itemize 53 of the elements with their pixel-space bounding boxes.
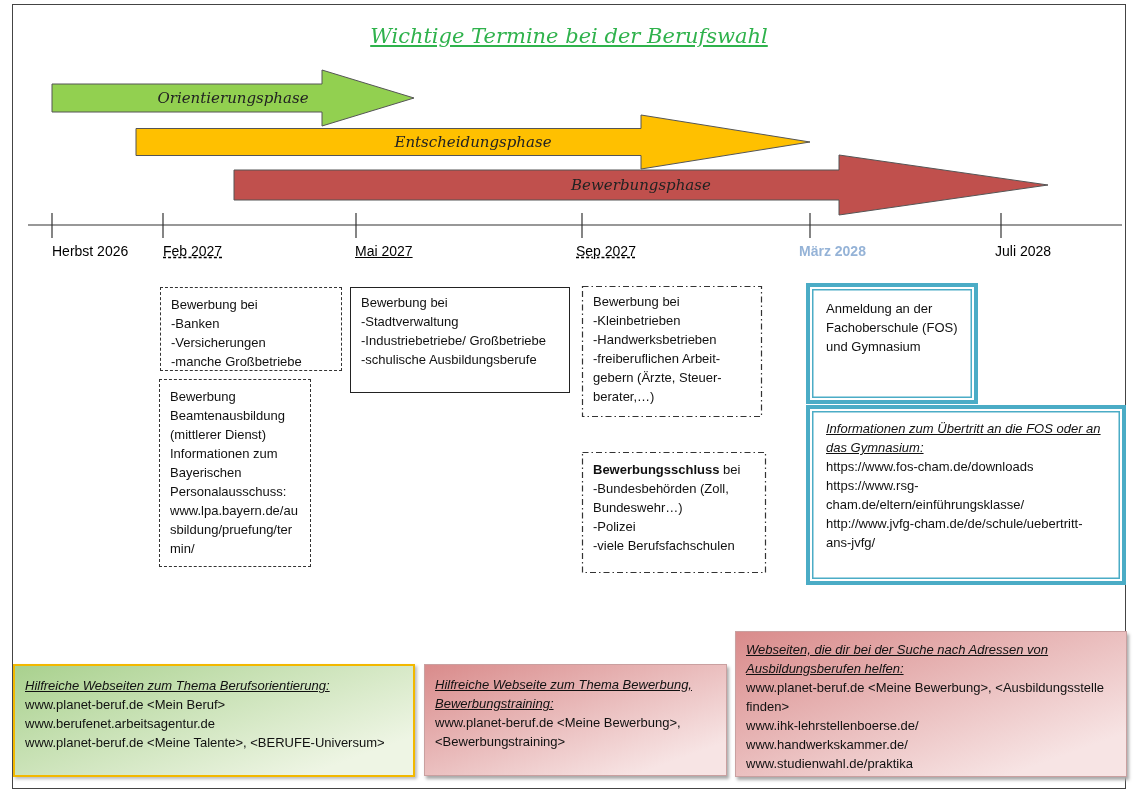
box-text: www.planet-beruf.de <Meine Bewerbung>, <Bewerbungstraining>: [435, 714, 682, 751]
box-heading: Hilfreiche Webseite zum Thema Bewerbung, Bewerbungstraining:: [435, 676, 693, 713]
box-text: Bewerbungsschluss bei: [593, 461, 742, 479]
box-text: Informationen zum Bayerischen Personalausschuss:: [170, 445, 288, 501]
box-heading: Informationen zum Übertritt an die FOS oder an das Gymnasium:: [826, 420, 1102, 457]
dashed-note-box: [582, 286, 762, 417]
box-text: -Banken: [171, 315, 221, 333]
box-text: Bewerbung bei: [593, 293, 681, 311]
box-text: Bewerbung bei: [171, 296, 259, 314]
box-text: -manche Großbetriebe: [171, 353, 303, 371]
date-label: Juli 2028: [995, 243, 1052, 259]
box-heading: Webseiten, die dir bei der Suche nach Adressen von Ausbildungsberufen helfen:: [746, 641, 1050, 678]
date-label: Feb 2027: [163, 243, 223, 259]
box-text: -Polizei: [593, 518, 637, 536]
link-card: [13, 664, 415, 777]
box-text: -Industriebetriebe/ Großbetriebe: [361, 332, 547, 350]
box-text: Anmeldung an der Fachoberschule (FOS) und Gymnasium: [826, 300, 958, 356]
link-card: [424, 664, 727, 776]
box-text: http://www.jvfg-cham.de/de/schule/uebertritt-ans-jvfg/: [826, 515, 1084, 552]
phase-label: Entscheidungsphase: [394, 133, 552, 151]
dashed-note-box: [160, 287, 342, 371]
box-text: Bewerbung bei: [361, 294, 449, 312]
date-label: Herbst 2026: [52, 243, 129, 259]
box-text: www.studienwahl.de/praktika: [746, 755, 914, 773]
dashed-note-box: [582, 452, 766, 573]
box-text: www.handwerkskammer.de/: [746, 736, 909, 754]
title: Wichtige Termine bei der Berufswahl: [369, 24, 769, 48]
dashed-note-box: [159, 379, 311, 567]
box-text: www.lpa.bayern.de/ausbildung/pruefung/termin/: [170, 502, 299, 558]
date-label: Mai 2027: [355, 243, 413, 259]
phase-label: Bewerbungsphase: [571, 176, 711, 194]
phase-label: Orientierungsphase: [157, 89, 309, 107]
info-box: [806, 283, 978, 404]
date-label: März 2028: [799, 243, 866, 259]
box-text: www.berufenet.arbeitsagentur.de: [25, 715, 217, 733]
date-label: Sep 2027: [576, 243, 636, 259]
box-text: -Handwerksbetrieben: [593, 331, 718, 349]
box-text: www.ihk-lehrstellenboerse.de/: [746, 717, 920, 735]
link-card: [735, 631, 1127, 777]
box-text: -Versicherungen: [171, 334, 267, 352]
box-text: -Kleinbetrieben: [593, 312, 682, 330]
box-text: -schulische Ausbildungsberufe: [361, 351, 538, 369]
info-box: [806, 405, 1126, 585]
box-text: -freiberuflichen Arbeit- gebern (Ärzte, Steuer- berater,…): [593, 350, 723, 406]
box-text: Bewerbung Beamtenausbildung (mittlerer Dienst): [170, 388, 286, 444]
box-text: www.planet-beruf.de <Meine Talente>, <BERUFE-Universum>: [25, 734, 386, 752]
box-text: www.planet-beruf.de <Mein Beruf>: [25, 696, 227, 714]
note-box: [350, 287, 570, 393]
box-text: -viele Berufsfachschulen: [593, 537, 736, 555]
box-text: -Stadtverwaltung: [361, 313, 460, 331]
box-heading: Hilfreiche Webseiten zum Thema Berufsorientierung:: [25, 677, 331, 695]
box-text: https://www.fos-cham.de/downloads: [826, 458, 1035, 476]
box-text: -Bundesbehörden (Zoll, Bundeswehr…): [593, 480, 730, 517]
